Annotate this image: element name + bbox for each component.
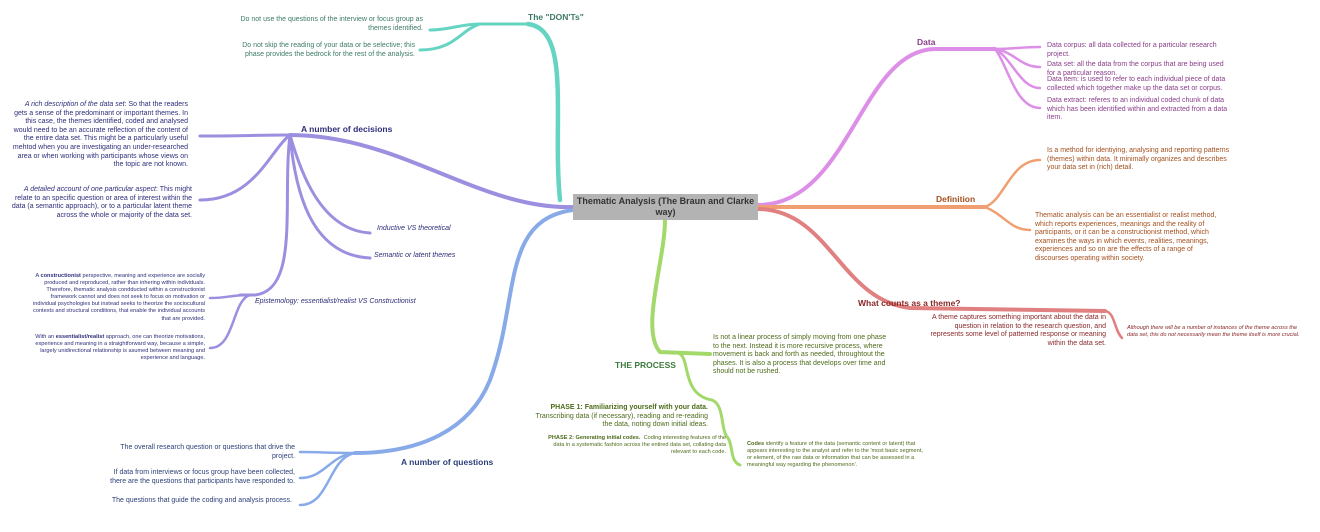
process-phase-2: PHASE 2: Generating initial codes. Codin… (548, 435, 726, 456)
decisions-detailed-account: A detailed account of one particular asp… (11, 186, 192, 219)
data-item: Data corpus: all data collected for a pa… (1047, 42, 1217, 58)
branch-decisions-sub (198, 133, 292, 138)
process-label: THE PROCESS (615, 360, 676, 370)
branch-decisions-sub (198, 133, 292, 202)
branch-decisions-sub (288, 133, 372, 260)
data-item: Data item: is used to refer to each indi… (1047, 76, 1226, 92)
branch-donts-sub (418, 22, 482, 52)
questions-item: The overall research question or questio… (120, 444, 295, 460)
branch-definition-sub (983, 205, 1032, 232)
process-phase-1: PHASE 1: Familiarizing yourself with you… (535, 404, 709, 429)
branch-theme (756, 207, 1107, 313)
theme-note: Although there will be a number of insta… (1127, 325, 1300, 339)
branch-data-sub (993, 47, 1042, 90)
process-intro: Is not a linear process of simply moving… (713, 334, 887, 376)
branch-epistemology-sub (208, 293, 252, 350)
theme-description: A theme captures something important abo… (930, 314, 1107, 347)
branch-data-sub (993, 45, 1042, 51)
questions-item: If data from interviews or focus group h… (110, 469, 295, 485)
branch-decisions (288, 133, 575, 210)
branch-process-sub (710, 398, 742, 467)
process-codes: Codes identify a feature of the data (se… (747, 441, 923, 469)
decisions-label: A number of decisions (301, 124, 393, 134)
branch-definition-sub (983, 158, 1042, 209)
central-topic: Thematic Analysis (The Braun and Clarke … (573, 194, 758, 220)
branch-theme-sub (1103, 309, 1124, 340)
branch-process (650, 218, 712, 356)
branch-decisions-sub (288, 133, 372, 235)
branch-questions-sub (298, 451, 357, 507)
branch-data-sub (993, 47, 1042, 69)
branch-donts (525, 21, 563, 203)
branch-questions (353, 208, 575, 455)
decisions-rich-description: A rich description of the data set: So t… (12, 101, 188, 169)
branch-questions-sub (298, 450, 357, 455)
data-item: Data extract: referes to an individual c… (1047, 97, 1228, 122)
epistemology-essentialist: With an essentialist/realist approach, o… (35, 334, 205, 362)
decisions-semantic: Semantic or latent themes (374, 252, 456, 259)
theme-label: What counts as a theme? (858, 298, 961, 308)
definition-item: Is a method for identiying, analysing an… (1047, 147, 1230, 172)
definition-label: Definition (936, 194, 976, 204)
decisions-inductive: Inductive VS theoretical (377, 225, 451, 232)
questions-label: A number of questions (401, 457, 494, 467)
definition-item: Thematic analysis can be an essentialist… (1035, 212, 1217, 262)
branch-data-sub (993, 47, 1042, 110)
branch-data (756, 47, 997, 207)
branch-epistemology-sub (208, 293, 252, 300)
branch-decisions-sub (238, 133, 292, 297)
donts-label: The "DON'Ts" (528, 12, 584, 22)
epistemology-constructionist: A constructionist perspective, meaning a… (33, 273, 205, 322)
epistemology-label: Epistemology: essentialist/realist VS Co… (255, 298, 416, 305)
questions-item: The questions that guide the coding and … (111, 497, 292, 504)
donts-item: Do not use the questions of the intervie… (240, 16, 424, 32)
data-item: Data set: all the data from the corpus t… (1047, 61, 1224, 77)
branch-process-sub (678, 352, 714, 402)
donts-item: Do not skip the reading of your data or … (242, 42, 415, 58)
data-label: Data (917, 37, 936, 47)
